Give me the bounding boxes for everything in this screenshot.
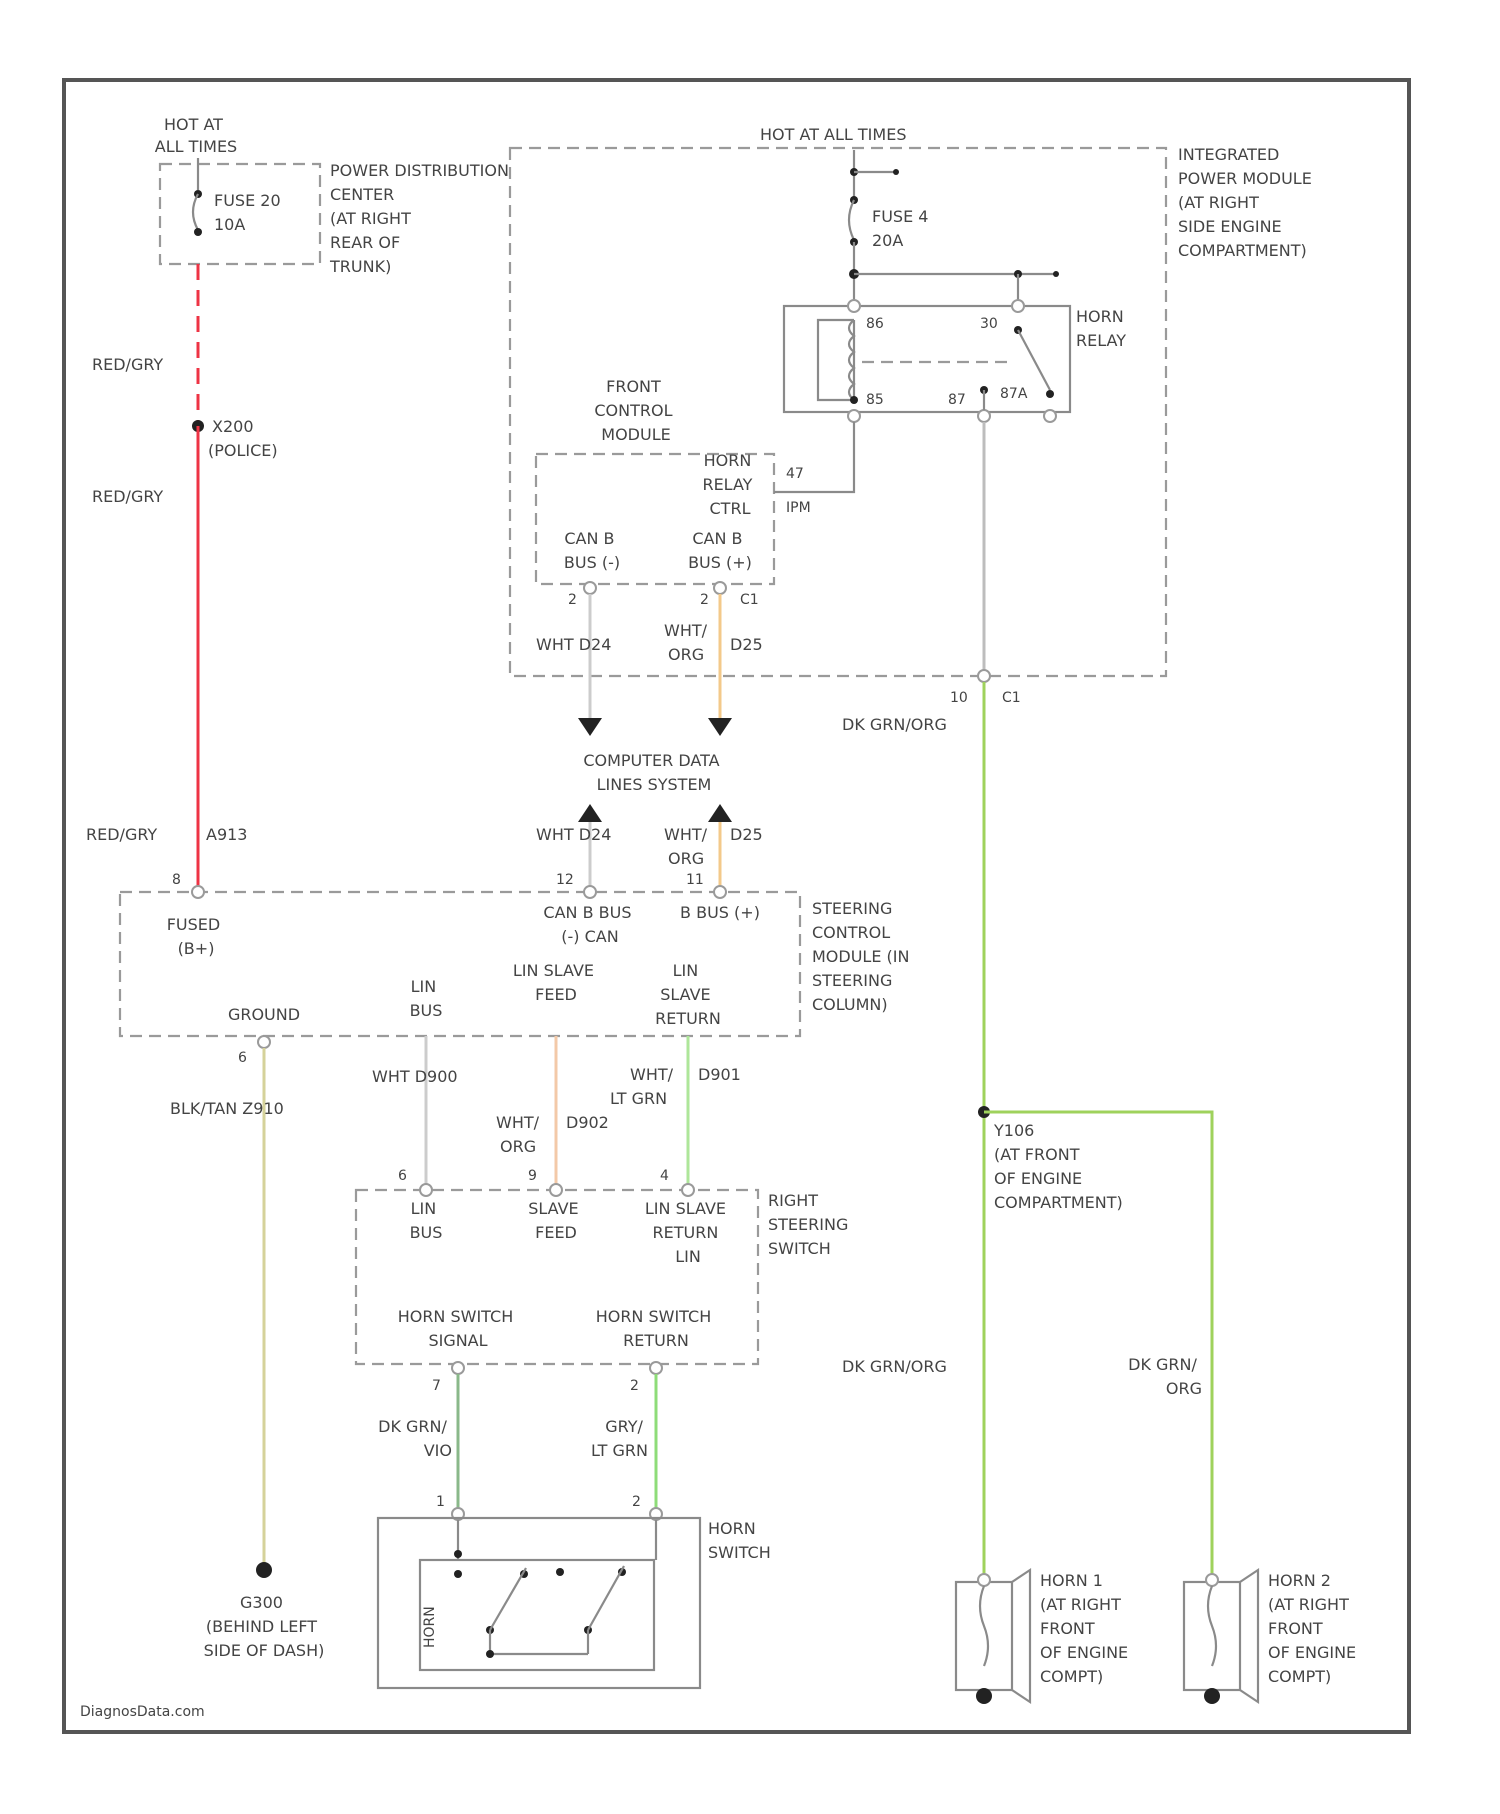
horn-switch-label: HORN SWITCH: [708, 1519, 771, 1562]
rss-pin-7: 7: [432, 1378, 441, 1394]
rss-slave-feed: SLAVE FEED: [528, 1199, 584, 1242]
scm-lin-bus: LIN BUS: [410, 977, 443, 1020]
horn-switch-pin-1: 1: [436, 1494, 445, 1510]
scm-pin-12: 12: [556, 872, 574, 888]
ipm-pin-10: 10: [950, 690, 968, 706]
horn-relay-label: HORN RELAY: [1076, 307, 1129, 350]
wire-label-lin-slave-return: WHT/ LT GRN D901: [610, 1065, 741, 1108]
right-steering-switch-label: RIGHT STEERING SWITCH: [768, 1191, 853, 1258]
wire-label-lin-slave-feed: WHT/ ORG D902: [496, 1113, 609, 1156]
horn-2-label: HORN 2 (AT RIGHT FRONT OF ENGINE COMPT): [1268, 1571, 1361, 1686]
ipm-connector-c1: C1: [1002, 690, 1021, 706]
wire-label-wht-d24-bottom: WHT D24: [536, 825, 611, 844]
scm-lin-slave-feed: LIN SLAVE FEED: [513, 961, 599, 1004]
horn-switch-pin-2: 2: [632, 1494, 641, 1510]
wire-label-red-gry-2: RED/GRY: [92, 487, 163, 506]
wire-label-lin-bus: WHT D900: [372, 1067, 458, 1086]
wire-label-dk-grn-org-2: DK GRN/ORG: [842, 1357, 947, 1376]
scm-lin-slave-return: LIN SLAVE RETURN: [655, 961, 721, 1028]
power-distribution-center-box: [160, 164, 320, 264]
hot-at-all-times-right: HOT AT ALL TIMES: [760, 125, 906, 144]
scm-can-b-minus: CAN B BUS (-) CAN: [543, 903, 636, 946]
scm-pin-8: 8: [172, 872, 181, 888]
rss-pin-9: 9: [528, 1168, 537, 1184]
watermark: DiagnosData.com: [80, 1704, 205, 1720]
front-control-module-label: FRONT CONTROL MODULE: [594, 377, 677, 444]
scm-can-b-plus: B BUS (+): [680, 903, 760, 922]
horn-switch-contact-1: [490, 1568, 526, 1630]
arrow-down-d24: [578, 718, 602, 736]
horn-1-label: HORN 1 (AT RIGHT FRONT OF ENGINE COMPT): [1040, 1571, 1133, 1686]
wire-label-gry-lt-grn: GRY/ LT GRN: [591, 1417, 648, 1460]
scm-pin-6: 6: [238, 1050, 247, 1066]
wire-code-a913: A913: [206, 825, 247, 844]
rss-lin-slave-return: LIN SLAVE RETURN LIN: [645, 1199, 731, 1266]
splice-x200-label: X200 (POLICE): [208, 417, 278, 460]
scm-pin-11: 11: [686, 872, 704, 888]
computer-data-lines-system-label: COMPUTER DATA LINES SYSTEM: [583, 751, 724, 794]
relay-pin-87: 87: [948, 392, 966, 408]
wire-label-wht-org-d25-bottom: WHT/ ORG D25: [664, 825, 763, 868]
arrow-up-d24: [578, 804, 602, 822]
fuse-4-label: FUSE 4 20A: [872, 207, 934, 250]
horn-switch-box: [378, 1518, 700, 1688]
fcm-pin-47: 47: [786, 466, 804, 482]
rss-pin-4: 4: [660, 1168, 669, 1184]
horn-switch-contact-2: [588, 1566, 624, 1630]
scm-fused-b-plus: FUSED (B+): [167, 915, 226, 958]
hot-at-all-times-left: HOT AT ALL TIMES: [155, 115, 237, 156]
arrow-down-d25: [708, 718, 732, 736]
wire-label-wht-d24-top: WHT D24: [536, 635, 611, 654]
fcm-pin-left: 2: [568, 592, 577, 608]
relay-pin-30: 30: [980, 316, 998, 332]
scm-ground: GROUND: [228, 1005, 300, 1024]
rss-pin-2: 2: [630, 1378, 639, 1394]
fcm-pin-ipm: IPM: [786, 500, 811, 516]
wire-label-wht-org-d25-top: WHT/ ORG D25: [664, 621, 763, 664]
wire-label-red-gry-3: RED/GRY: [86, 825, 157, 844]
relay-coil: [818, 320, 854, 400]
fcm-can-b-plus: CAN B BUS (+): [688, 529, 752, 572]
wire-label-blk-tan: BLK/TAN Z910: [170, 1099, 284, 1118]
fuse-20-label: FUSE 20 10A: [214, 191, 286, 234]
wire-label-dk-grn-vio: DK GRN/ VIO: [378, 1417, 452, 1460]
relay-pin-87a: 87A: [1000, 386, 1028, 402]
fcm-pin-right: 2: [700, 592, 709, 608]
rss-pin-6: 6: [398, 1168, 407, 1184]
horn-1: [956, 1570, 1030, 1704]
horn-switch-inner-label: HORN: [422, 1606, 438, 1648]
relay-pin-86: 86: [866, 316, 884, 332]
power-distribution-center-label: POWER DISTRIBUTION CENTER (AT RIGHT REAR…: [329, 161, 514, 276]
wire-label-red-gry-1: RED/GRY: [92, 355, 163, 374]
splice-y106-label: Y106 (AT FRONT OF ENGINE COMPARTMENT): [993, 1121, 1123, 1212]
ground-point: [256, 1562, 272, 1578]
rss-horn-switch-return: HORN SWITCH RETURN: [596, 1307, 717, 1350]
integrated-power-module-label: INTEGRATED POWER MODULE (AT RIGHT SIDE E…: [1178, 145, 1317, 260]
fcm-can-b-minus: CAN B BUS (-): [564, 529, 620, 572]
rss-lin-bus: LIN BUS: [410, 1199, 443, 1242]
fcm-connector-c1: C1: [740, 592, 759, 608]
horn-relay-ctrl-label: HORN RELAY CTRL: [702, 451, 757, 518]
rss-horn-switch-signal: HORN SWITCH SIGNAL: [398, 1307, 519, 1350]
arrow-up-d25: [708, 804, 732, 822]
wire-label-dk-grn-org-3: DK GRN/ ORG: [1128, 1355, 1202, 1398]
steering-control-module-label: STEERING CONTROL MODULE (IN STEERING COL…: [812, 899, 915, 1014]
horn-2: [1184, 1570, 1258, 1704]
relay-pin-85: 85: [866, 392, 884, 408]
wire-label-dk-grn-org-1: DK GRN/ORG: [842, 715, 947, 734]
ground-label: G300 (BEHIND LEFT SIDE OF DASH): [204, 1593, 325, 1660]
relay-contact: [1018, 330, 1050, 390]
